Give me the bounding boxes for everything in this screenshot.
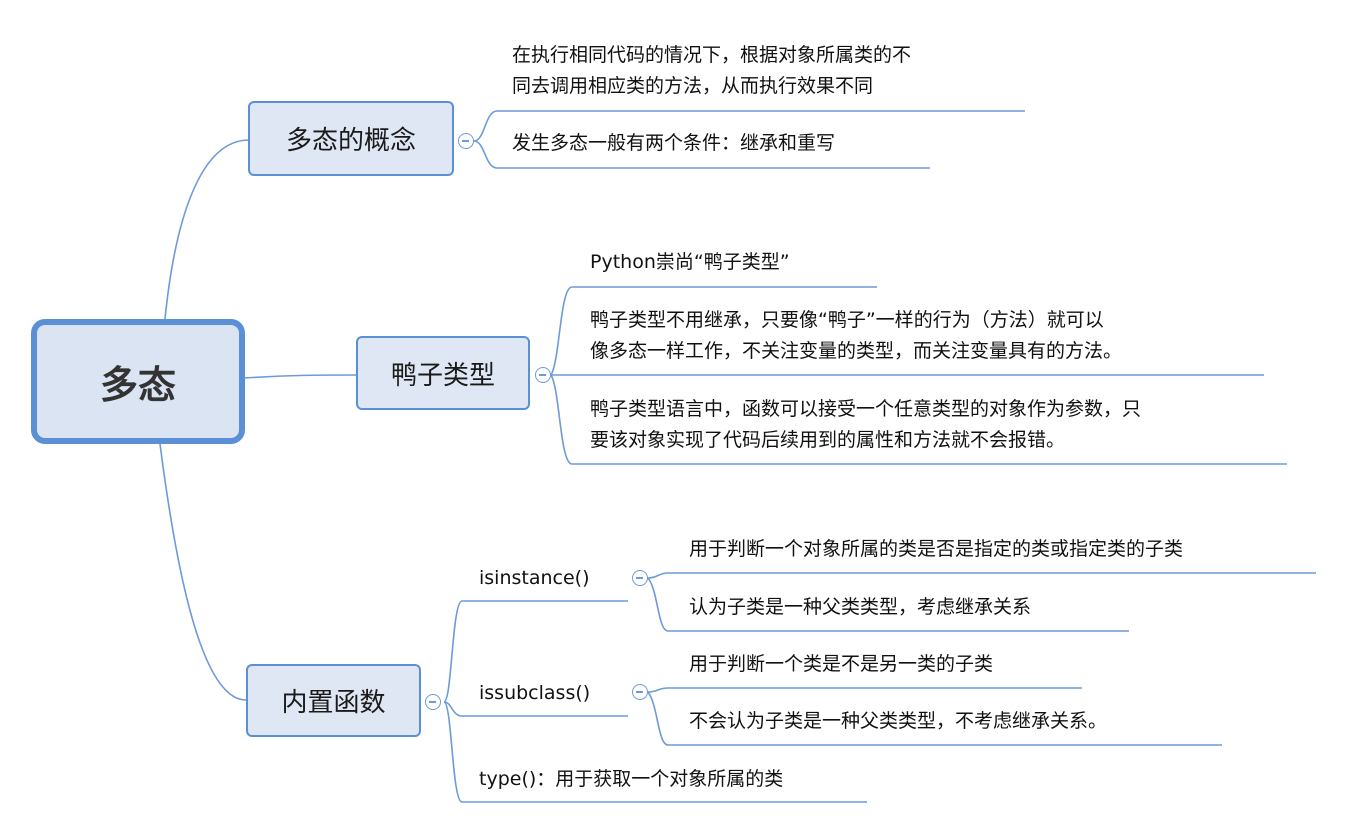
sub-isinstance[interactable]: isinstance() <box>479 563 590 594</box>
collapse-duck-toggle[interactable] <box>535 367 551 383</box>
collapse-builtin-toggle[interactable] <box>425 694 441 710</box>
leaf-concept-conditions[interactable]: 发生多态一般有两个条件：继承和重写 <box>512 128 835 159</box>
leaf-duck-no-inheritance-line1: 鸭子类型不用继承，只要像“鸭子”一样的行为（方法）就可以 <box>590 309 1104 331</box>
leaf-isinstance-inherit-line1: 认为子类是一种父类类型，考虑继承关系 <box>689 596 1032 618</box>
sub-type-function[interactable]: type()：用于获取一个对象所属的类 <box>479 764 783 795</box>
sub-issubclass[interactable]: issubclass() <box>479 678 590 709</box>
leaf-issubclass-no-inherit[interactable]: 不会认为子类是一种父类类型，不考虑继承关系。 <box>689 706 1107 737</box>
collapse-concept-toggle[interactable] <box>458 133 474 149</box>
root-topic[interactable]: 多态 <box>31 319 245 444</box>
collapse-issubclass-toggle[interactable] <box>632 684 648 700</box>
connector-isinstance-leaf2 <box>647 577 669 632</box>
connector-root-duck <box>244 374 357 379</box>
connector-concept-leaf1 <box>473 110 498 142</box>
leaf-duck-python[interactable]: Python崇尚“鸭子类型” <box>590 247 790 278</box>
leaf-isinstance-judge-line1: 用于判断一个对象所属的类是否是指定的类或指定类的子类 <box>689 538 1184 560</box>
topic-duck-typing[interactable]: 鸭子类型 <box>356 336 530 410</box>
leaf-duck-any-type-line1: 鸭子类型语言中，函数可以接受一个任意类型的对象作为参数，只 <box>590 398 1142 420</box>
leaf-issubclass-no-inherit-line1: 不会认为子类是一种父类类型，不考虑继承关系。 <box>689 710 1108 732</box>
sub-issubclass-label: issubclass() <box>479 682 591 704</box>
leaf-issubclass-judge[interactable]: 用于判断一个类是不是另一类的子类 <box>689 649 993 680</box>
leaf-issubclass-judge-line1: 用于判断一个类是不是另一类的子类 <box>689 653 994 675</box>
connector-builtin-type <box>443 701 463 803</box>
leaf-concept-definition[interactable]: 在执行相同代码的情况下，根据对象所属类的不 同去调用相应类的方法，从而执行效果不… <box>512 40 911 102</box>
topic-polymorphism-concept[interactable]: 多态的概念 <box>248 101 454 176</box>
connector-builtin-isinstance <box>443 600 463 703</box>
connector-isinstance-leaf1 <box>647 572 669 579</box>
connector-duck-leaf1 <box>550 286 573 376</box>
leaf-duck-any-type-line2: 要该对象实现了代码后续用到的属性和方法就不会报错。 <box>590 429 1066 451</box>
topic-builtin-functions[interactable]: 内置函数 <box>246 664 421 737</box>
leaf-concept-conditions-line1: 发生多态一般有两个条件：继承和重写 <box>512 132 836 154</box>
leaf-duck-any-type[interactable]: 鸭子类型语言中，函数可以接受一个任意类型的对象作为参数，只 要该对象实现了代码后… <box>590 394 1141 456</box>
connector-builtin-issubclass <box>443 701 463 717</box>
leaf-concept-definition-line1: 在执行相同代码的情况下，根据对象所属类的不 <box>512 44 912 66</box>
connector-root-concept <box>164 139 250 320</box>
connector-concept-leaf2 <box>473 140 498 169</box>
leaf-concept-definition-line2: 同去调用相应类的方法，从而执行效果不同 <box>512 75 874 97</box>
leaf-isinstance-inherit[interactable]: 认为子类是一种父类类型，考虑继承关系 <box>689 592 1031 623</box>
topic-builtin-functions-label: 内置函数 <box>281 688 386 718</box>
leaf-duck-no-inheritance[interactable]: 鸭子类型不用继承，只要像“鸭子”一样的行为（方法）就可以 像多态一样工作，不关注… <box>590 305 1122 367</box>
connector-issubclass-leaf1 <box>647 687 669 693</box>
root-topic-label: 多态 <box>99 363 176 407</box>
connector-issubclass-leaf2 <box>647 691 669 746</box>
leaf-isinstance-judge[interactable]: 用于判断一个对象所属的类是否是指定的类或指定类的子类 <box>689 534 1183 565</box>
topic-polymorphism-concept-label: 多态的概念 <box>285 126 416 156</box>
sub-type-function-label: type()：用于获取一个对象所属的类 <box>479 768 784 790</box>
topic-duck-typing-label: 鸭子类型 <box>390 360 495 391</box>
leaf-duck-python-line1: Python崇尚“鸭子类型” <box>590 251 790 273</box>
leaf-duck-no-inheritance-line2: 像多态一样工作，不关注变量的类型，而关注变量具有的方法。 <box>590 340 1123 362</box>
sub-isinstance-label: isinstance() <box>479 567 590 589</box>
collapse-isinstance-toggle[interactable] <box>632 570 648 586</box>
connector-duck-leaf3 <box>550 374 573 465</box>
connector-root-builtin <box>159 443 247 701</box>
